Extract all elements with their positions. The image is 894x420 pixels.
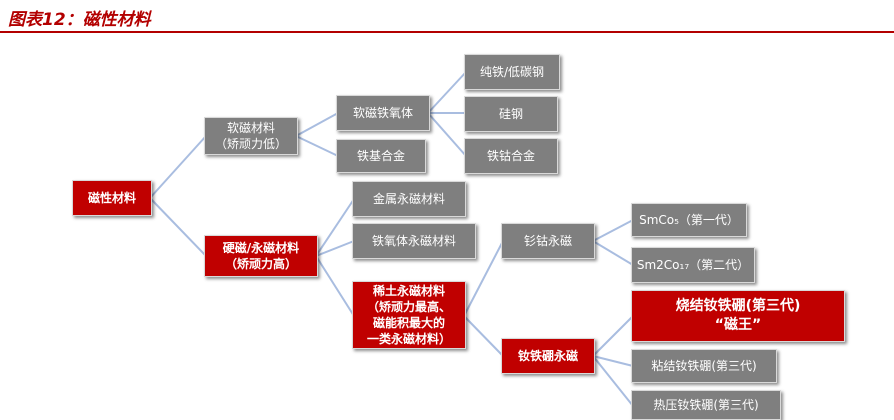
node-sintered-ndfeb: 烧结钕铁硼(第三代) “磁王” [631,290,845,342]
node-smco-magnet: 钐钴永磁 [501,223,595,259]
node-hard-magnetic: 硬磁/永磁材料 （矫顽力高） [204,235,318,277]
node-ndfeb-magnet: 钕铁硼永磁 [501,338,595,374]
link-hard-rareearth [315,255,355,317]
link-ferrite-ironcobalt [427,112,467,157]
node-hot-pressed-ndfeb: 热压钕铁硼(第三代) [631,390,781,420]
figure-title: 图表12：磁性材料 [8,10,151,30]
node-ferrite-permanent-magnet: 铁氧体永磁材料 [352,223,476,259]
link-ndfeb-sintered [592,315,634,357]
node-smco5: SmCo₅（第一代） [631,203,747,237]
node-sm2co17: Sm2Co₁₇（第二代） [631,247,755,283]
link-rareearth-smco [463,240,504,317]
link-hard-metal [315,198,355,257]
node-soft-magnetic: 软磁材料 （矫顽力低） [204,117,298,155]
link-hard-ferrite [315,240,355,257]
node-magnetic-materials: 磁性材料 [72,180,152,216]
node-iron-cobalt-alloy: 铁钴合金 [464,138,558,174]
link-ferrite-pureiron [427,71,467,114]
link-smco-smco5 [592,219,634,242]
node-pure-iron: 纯铁/低碳钢 [464,54,560,90]
figure-header: 图表12：磁性材料 [0,0,894,33]
node-rare-earth-magnet: 稀土永磁材料 （矫顽力最高、 磁能积最大的 一类永磁材料） [352,281,466,349]
node-iron-based-alloy: 铁基合金 [336,139,426,173]
link-root-soft [149,135,207,199]
link-soft-ironalloy [295,135,339,157]
header-rule [0,31,894,33]
link-ndfeb-hotpressed [592,355,634,407]
link-rareearth-ndfeb [463,315,504,357]
node-silicon-steel: 硅钢 [464,96,558,132]
link-ndfeb-bonded [592,355,634,367]
link-soft-ferrite [295,112,339,137]
node-soft-ferrite: 软磁铁氧体 [336,95,430,131]
link-smco-sm2co17 [592,240,634,266]
node-metal-permanent-magnet: 金属永磁材料 [352,181,466,217]
link-root-hard [149,197,207,257]
node-bonded-ndfeb: 粘结钕铁硼(第三代) [631,349,777,383]
